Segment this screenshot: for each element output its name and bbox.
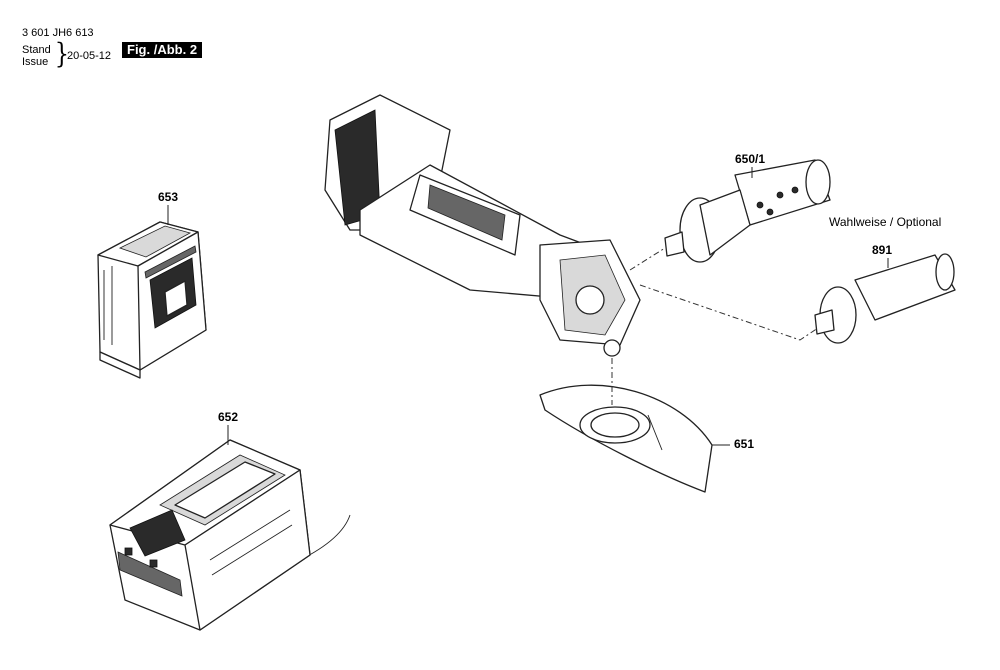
brace-symbol: } <box>54 37 70 70</box>
part-label-battery: 653 <box>158 190 179 204</box>
issue-date: 20-05-12 <box>67 50 112 62</box>
part-label-guard: 651 <box>734 437 755 451</box>
issue-label: Issue <box>22 56 49 68</box>
wheel-guard-drawing <box>539 384 713 493</box>
model-number: 3 601 JH6 613 <box>22 27 94 39</box>
figure-label: Fig. /Abb. 2 <box>122 42 203 58</box>
part-label-vibration-handle: 891 <box>872 243 893 257</box>
charger-drawing <box>109 439 351 631</box>
battery-pack-drawing <box>97 221 207 379</box>
part-label-side-handle: 650/1 <box>735 152 766 166</box>
stand-label: Stand <box>22 44 51 56</box>
optional-note: Wahlweise / Optional <box>829 215 942 229</box>
part-label-charger: 652 <box>218 410 239 424</box>
assembly-line-vibration-handle <box>639 284 819 341</box>
assembly-line-side-handle <box>629 247 666 271</box>
vibration-handle-drawing <box>814 253 956 344</box>
angle-grinder-drawing <box>324 94 641 357</box>
side-handle-drawing <box>664 159 831 263</box>
